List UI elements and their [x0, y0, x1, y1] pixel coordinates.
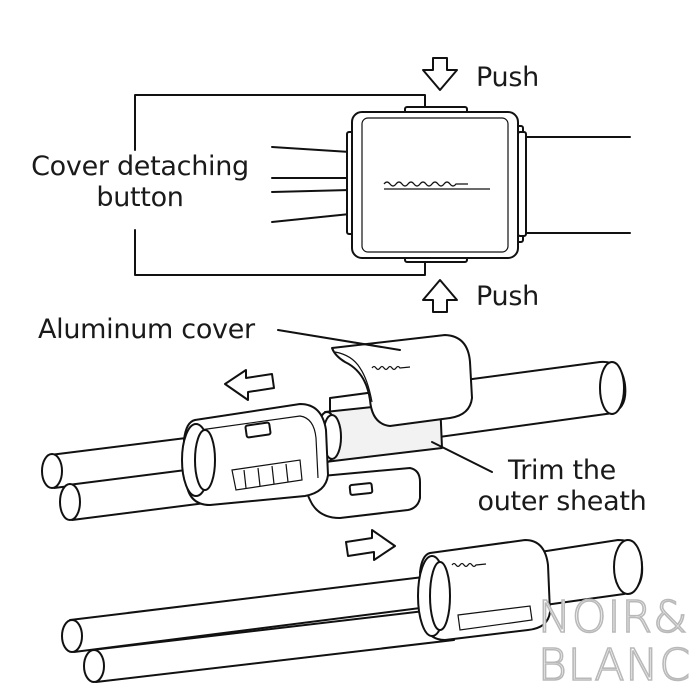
- push-arrow-up-icon: [422, 279, 458, 313]
- device-logo-mark: [383, 181, 468, 187]
- aluminum-cover: [331, 334, 473, 427]
- cover-detaching-button-label: Cover detaching button: [26, 151, 254, 213]
- cover-detaching-label-line1: Cover detaching: [31, 151, 249, 182]
- trim-label-line1: Trim the: [508, 455, 616, 486]
- slide-arrow-left-icon: [224, 369, 275, 401]
- push-label-top: Push: [476, 62, 539, 93]
- watermark: NOIR& BLANC: [537, 592, 692, 691]
- cover-detaching-label-line2: button: [96, 182, 184, 214]
- cover-logo-mark: [371, 365, 411, 371]
- connector-top-view: [134, 57, 631, 313]
- slide-arrow-right-icon: [345, 529, 396, 561]
- connector-core: [183, 403, 329, 506]
- aluminum-cover-leader: [277, 329, 401, 351]
- trim-sheath-leader: [431, 441, 493, 473]
- watermark-line1: NOIR&: [537, 592, 689, 643]
- push-arrow-down-icon: [422, 57, 458, 91]
- connector-body: [351, 111, 519, 259]
- aluminum-cover-label: Aluminum cover: [38, 314, 255, 345]
- connector-assembled-view: [61, 529, 644, 683]
- trim-label-line2: outer sheath: [477, 486, 647, 518]
- left-wires: [271, 146, 351, 223]
- push-label-bottom: Push: [476, 281, 539, 312]
- right-cable: [517, 136, 631, 234]
- connector-exploded-view: [41, 334, 627, 521]
- watermark-line2: BLANC: [537, 640, 692, 691]
- trim-outer-sheath-label: Trim the outer sheath: [462, 455, 662, 517]
- callout-bracket: [134, 94, 426, 276]
